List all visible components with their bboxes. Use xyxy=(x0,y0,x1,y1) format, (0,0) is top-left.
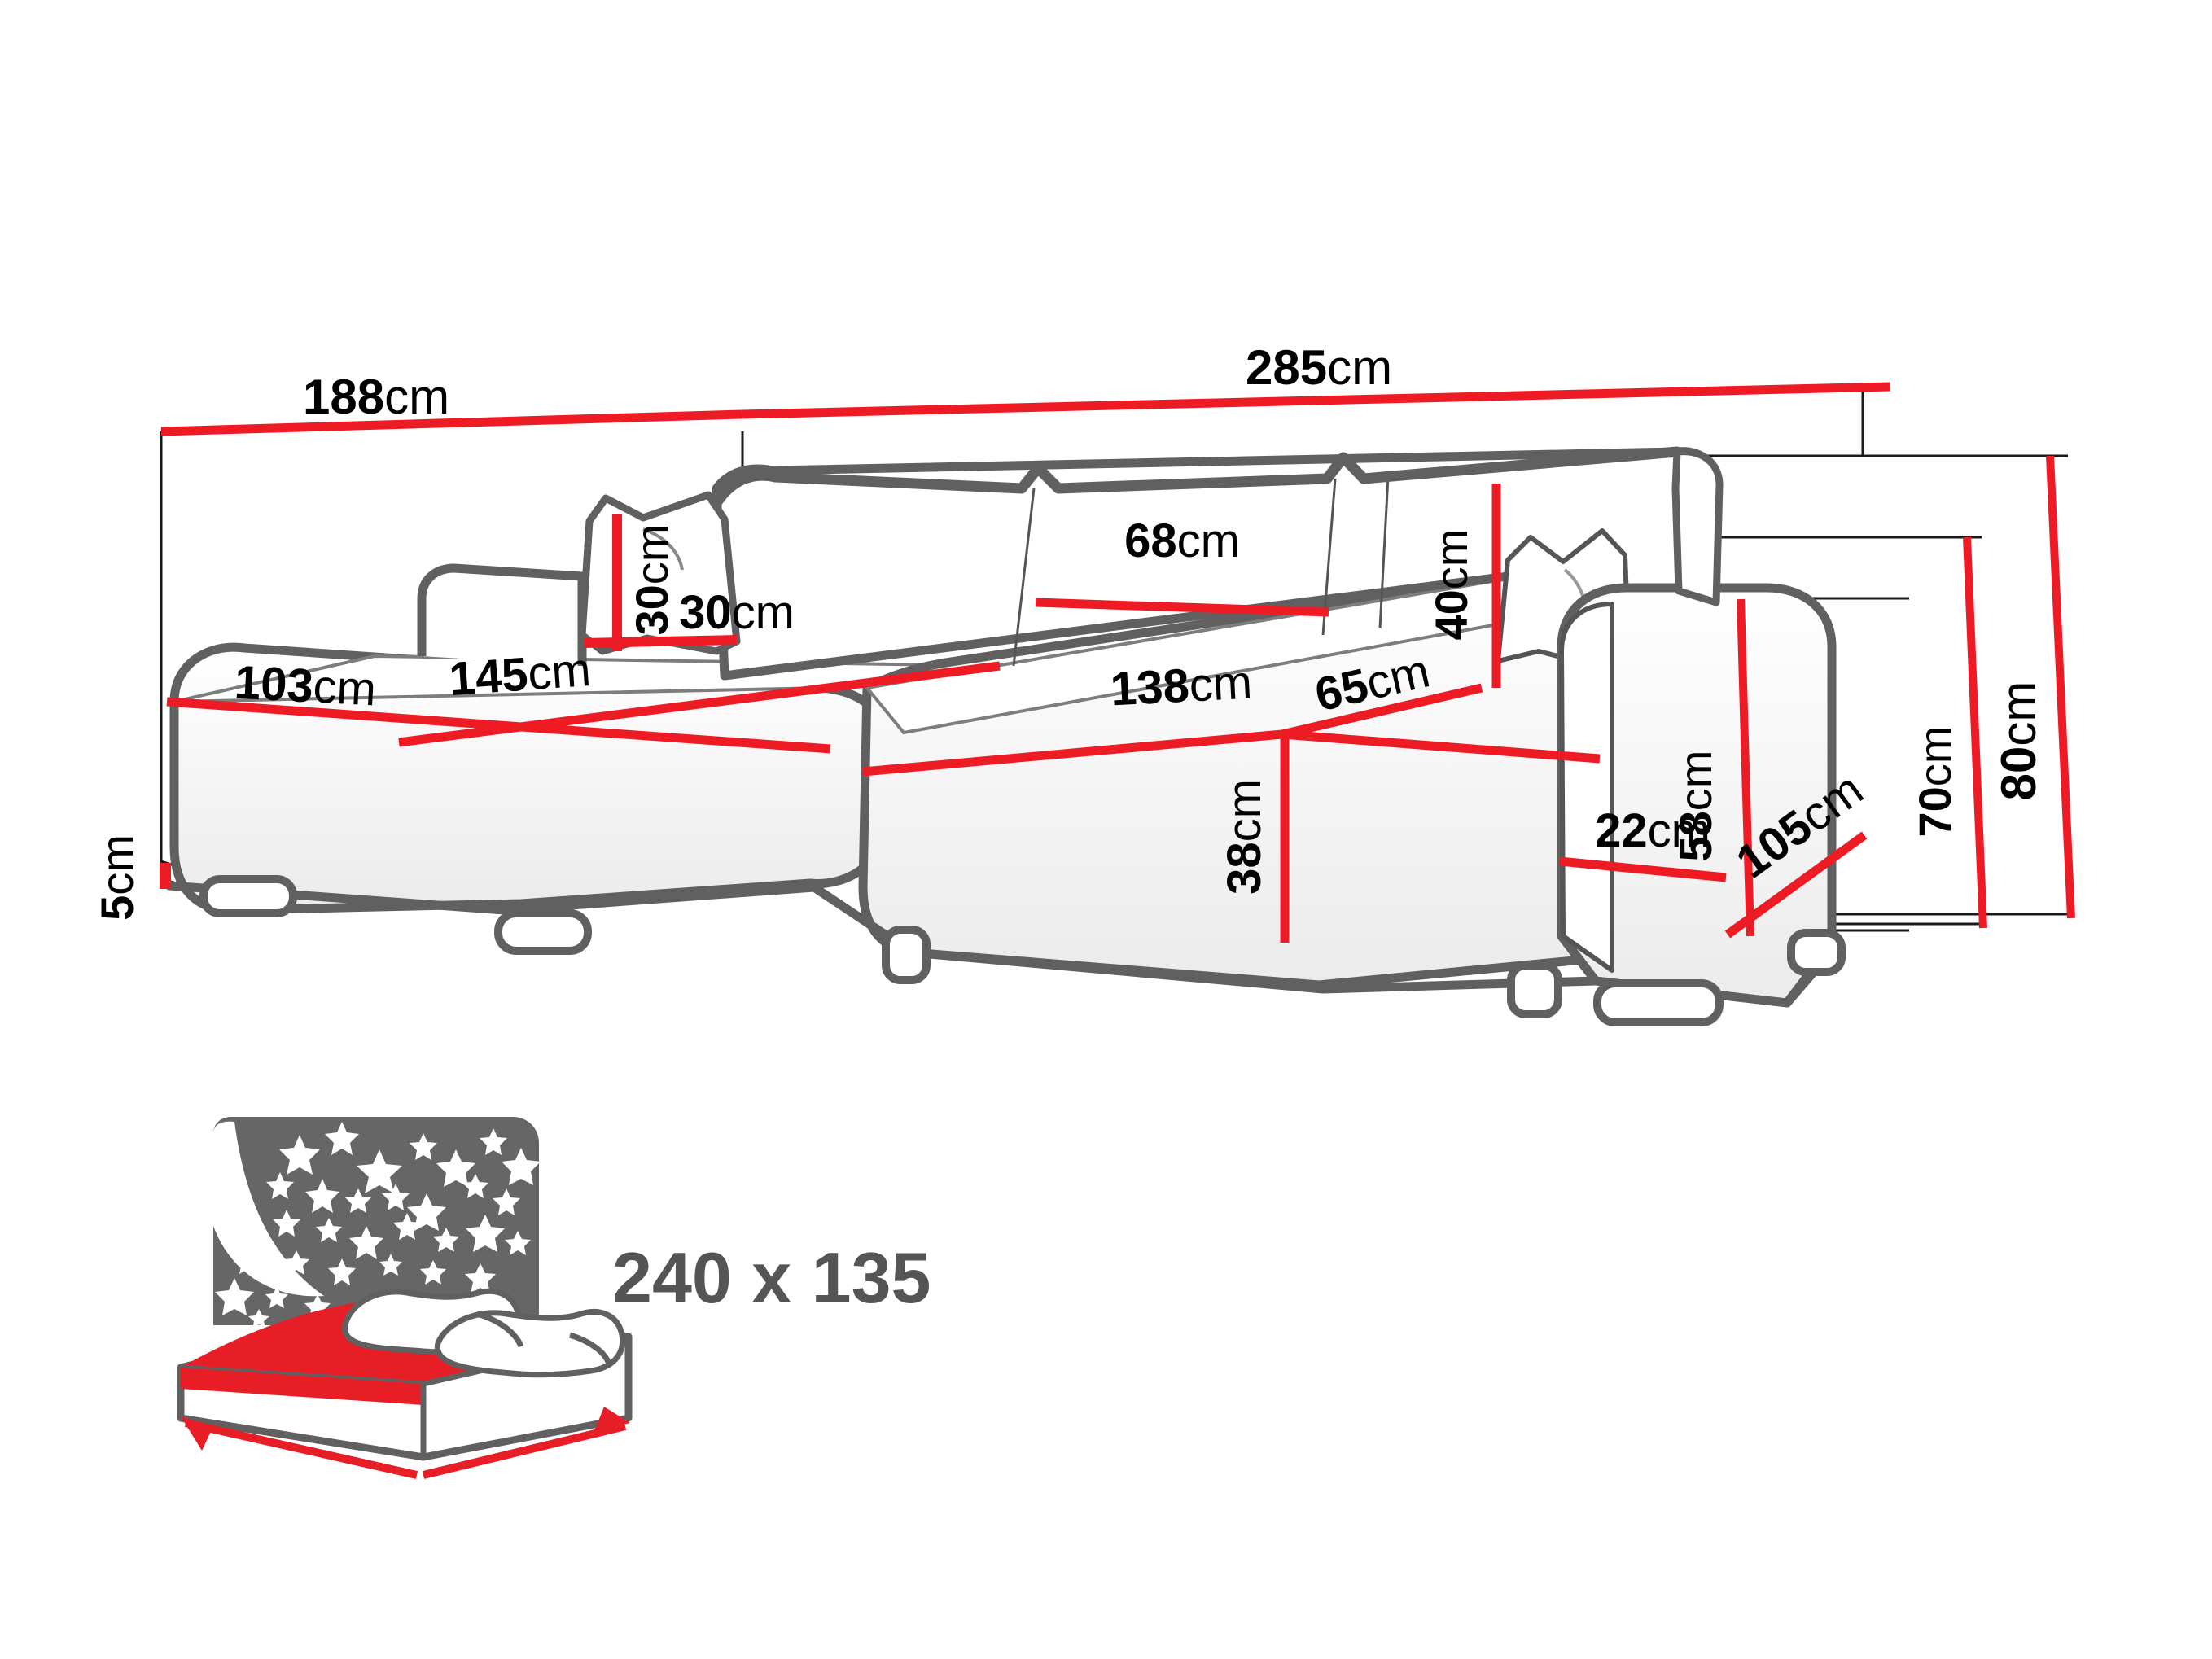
dim-line-188 xyxy=(160,409,743,436)
stars xyxy=(215,1122,541,1329)
night-sky-icon xyxy=(213,1117,541,1329)
leg-front-left xyxy=(199,875,297,917)
right-armrest xyxy=(1557,583,1837,1008)
dim-line-138 xyxy=(862,729,1283,777)
dimension-lines xyxy=(160,382,2075,943)
label-70: 70cm xyxy=(1909,726,1960,838)
back-top-piping xyxy=(711,446,1683,509)
label-68: 68cm xyxy=(1124,514,1240,567)
leg-mid-right xyxy=(1507,961,1562,1018)
dim-line-seat-right xyxy=(1281,729,1601,764)
bed-arrow-right xyxy=(594,1407,630,1431)
throw-cushion-fold xyxy=(642,527,684,571)
sleeping-area-label: 240 x 135 xyxy=(612,1237,931,1318)
chaise-backrest xyxy=(417,563,587,666)
label-30-vertical: 30cm xyxy=(626,524,677,636)
dim-line-65 xyxy=(1281,683,1483,739)
dim-line-30-horizontal xyxy=(584,635,738,648)
dim-line-68 xyxy=(1035,598,1329,617)
dim-line-22 xyxy=(1559,856,1727,882)
dimension-labels: 188cm 285cm 30cm 30cm 103cm 145cm 68cm 1… xyxy=(91,340,2046,921)
leg-right-rear xyxy=(1787,929,1846,976)
label-138: 138cm xyxy=(1109,656,1253,716)
dim-line-58 xyxy=(1737,598,1754,937)
right-armrest-inner xyxy=(1559,602,1614,973)
label-65: 65cm xyxy=(1310,644,1435,721)
label-22: 22cm xyxy=(1595,804,1710,857)
label-188: 188cm xyxy=(303,370,449,424)
label-145: 145cm xyxy=(448,643,593,706)
label-40: 40cm xyxy=(1426,529,1477,641)
label-38: 38cm xyxy=(1218,779,1271,895)
bed-arrow-left xyxy=(181,1416,213,1451)
right-back-top xyxy=(1671,448,1724,606)
dim-line-80 xyxy=(2046,455,2075,919)
label-285: 285cm xyxy=(1246,340,1392,395)
sofa-legs xyxy=(199,875,1846,1026)
dim-line-70 xyxy=(1963,536,1987,929)
bed-dimension-arrows xyxy=(184,1419,627,1479)
leg-right-front xyxy=(1593,979,1724,1026)
dim-line-145 xyxy=(398,661,1001,747)
label-58: 58cm xyxy=(1670,751,1721,862)
bed-icon xyxy=(177,1288,633,1479)
leg-front-left-2 xyxy=(494,909,592,955)
sleeping-area-group: 240 x 135 xyxy=(177,1117,931,1479)
label-5: 5cm xyxy=(91,834,142,921)
label-80: 80cm xyxy=(1991,681,2046,801)
dim-line-285 xyxy=(742,382,1891,419)
leg-corner xyxy=(882,926,931,984)
label-30-horizontal: 30cm xyxy=(679,586,795,639)
label-103: 103cm xyxy=(233,656,377,716)
